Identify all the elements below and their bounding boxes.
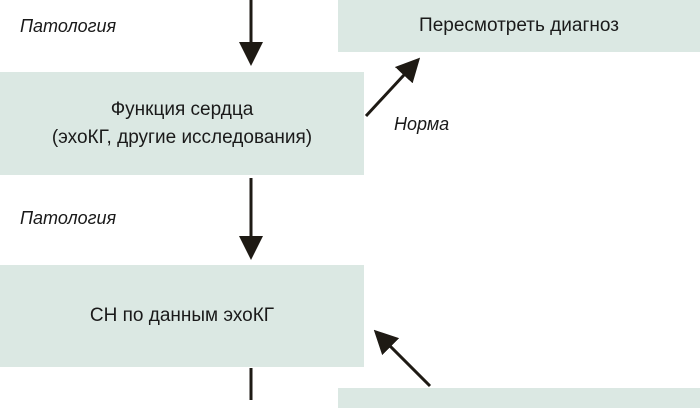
label-pathology-top: Патология: [20, 16, 117, 36]
label-norm: Норма: [394, 114, 450, 134]
label-pathology-mid: Патология: [20, 208, 117, 228]
box-hf-echo: СН по данным эхоКГ: [0, 265, 364, 367]
box-hf-echo-text: СН по данным эхоКГ: [89, 305, 275, 327]
box-function-line1: Функция сердца: [110, 98, 254, 120]
arrow-norm: [364, 57, 421, 118]
box-revise-text: Пересмотреть диагноз: [419, 15, 619, 37]
box-revise-diagnosis: Пересмотреть диагноз: [338, 0, 700, 52]
box-heart-function: Функция сердца (эхоКГ, другие исследовани…: [0, 72, 364, 175]
box-bottom-right: [338, 388, 700, 408]
box-function-line2: (эхоКГ, другие исследования): [51, 126, 313, 148]
arrow-up-left: [373, 329, 432, 388]
